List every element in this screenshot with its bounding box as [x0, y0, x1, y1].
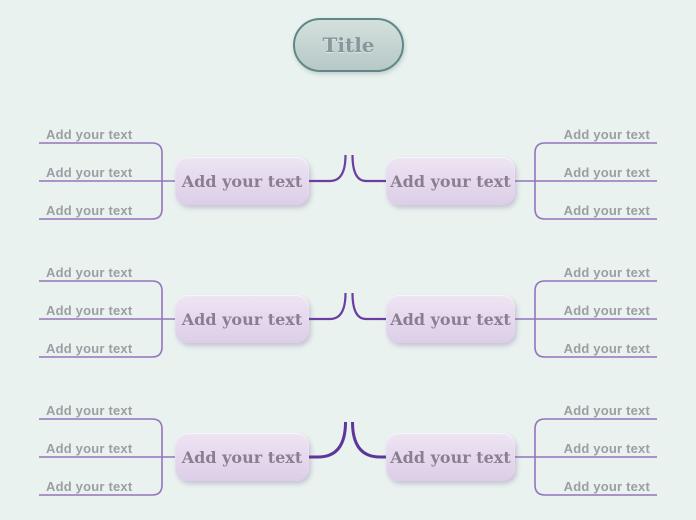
- sub-item-label[interactable]: Add your text: [46, 479, 133, 494]
- sub-item-label[interactable]: Add your text: [46, 441, 133, 456]
- sub-group-right-3: Add your text Add your text Add your tex…: [534, 403, 656, 499]
- branch-connector: [351, 292, 387, 321]
- branch-node-right-2[interactable]: Add your text: [386, 295, 515, 343]
- trunk-fork-right: [351, 421, 387, 459]
- branch-node-right-3[interactable]: Add your text: [386, 433, 515, 481]
- sub-group-left-3: Add your text Add your text Add your tex…: [39, 403, 162, 499]
- sub-item-label[interactable]: Add your text: [563, 165, 650, 180]
- sub-item-label[interactable]: Add your text: [563, 403, 650, 418]
- sub-group-right-2: Add your text Add your text Add your tex…: [534, 265, 656, 361]
- branch-node-left-3[interactable]: Add your text: [175, 433, 309, 481]
- sub-item-label[interactable]: Add your text: [563, 303, 650, 318]
- sub-item-label[interactable]: Add your text: [46, 127, 133, 142]
- sub-item-label[interactable]: Add your text: [46, 203, 133, 218]
- trunk-fork-left: [309, 421, 347, 459]
- branch-node-right-1[interactable]: Add your text: [386, 157, 515, 205]
- sub-item-label[interactable]: Add your text: [46, 165, 133, 180]
- sub-item-label[interactable]: Add your text: [46, 265, 133, 280]
- branch-connector: [309, 292, 347, 321]
- title-node[interactable]: Title: [293, 18, 404, 72]
- sub-item-label[interactable]: Add your text: [563, 203, 650, 218]
- sub-item-label[interactable]: Add your text: [46, 341, 133, 356]
- branch-node-left-2[interactable]: Add your text: [175, 295, 309, 343]
- sub-item-label[interactable]: Add your text: [563, 341, 650, 356]
- branch-connector: [309, 154, 347, 183]
- branch-connector: [351, 154, 387, 183]
- sub-item-label[interactable]: Add your text: [563, 127, 650, 142]
- sub-item-label[interactable]: Add your text: [563, 265, 650, 280]
- branch-node-left-1[interactable]: Add your text: [175, 157, 309, 205]
- sub-item-label[interactable]: Add your text: [563, 479, 650, 494]
- sub-item-label[interactable]: Add your text: [46, 303, 133, 318]
- sub-item-label[interactable]: Add your text: [46, 403, 133, 418]
- sub-group-left-1: Add your text Add your text Add your tex…: [39, 127, 162, 223]
- sub-item-label[interactable]: Add your text: [563, 441, 650, 456]
- sub-group-right-1: Add your text Add your text Add your tex…: [534, 127, 656, 223]
- sub-group-left-2: Add your text Add your text Add your tex…: [39, 265, 162, 361]
